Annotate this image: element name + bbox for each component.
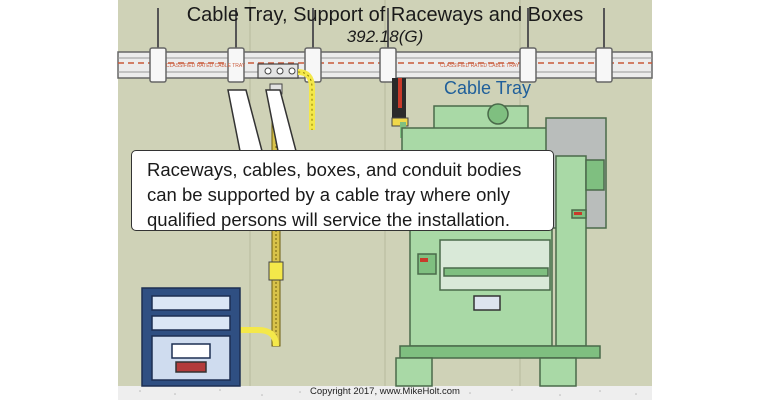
tray-marking-1: CLASSIFIED RATED CABLE TRAY xyxy=(166,63,246,69)
cable-tray-label: Cable Tray xyxy=(444,78,532,98)
floor xyxy=(118,386,652,400)
electrical-panel xyxy=(141,287,241,387)
junction-box xyxy=(257,63,299,79)
yellow-conduit xyxy=(297,69,315,130)
copyright-notice: Copyright 2017, www.MikeHolt.com xyxy=(310,386,460,397)
industrial-machine xyxy=(395,103,607,387)
cable-tray xyxy=(117,47,653,83)
tray-hangers xyxy=(157,8,605,52)
diagram-title: Cable Tray, Support of Raceways and Boxe… xyxy=(186,4,584,26)
code-reference: 392.18(G) xyxy=(346,27,424,46)
tray-marking-2: CLASSIFIED RATED CABLE TRAY xyxy=(440,63,520,69)
callout-box xyxy=(131,150,554,231)
floor-speckles xyxy=(139,389,637,396)
callout-text: Raceways, cables, boxes, and conduit bod… xyxy=(147,159,522,230)
